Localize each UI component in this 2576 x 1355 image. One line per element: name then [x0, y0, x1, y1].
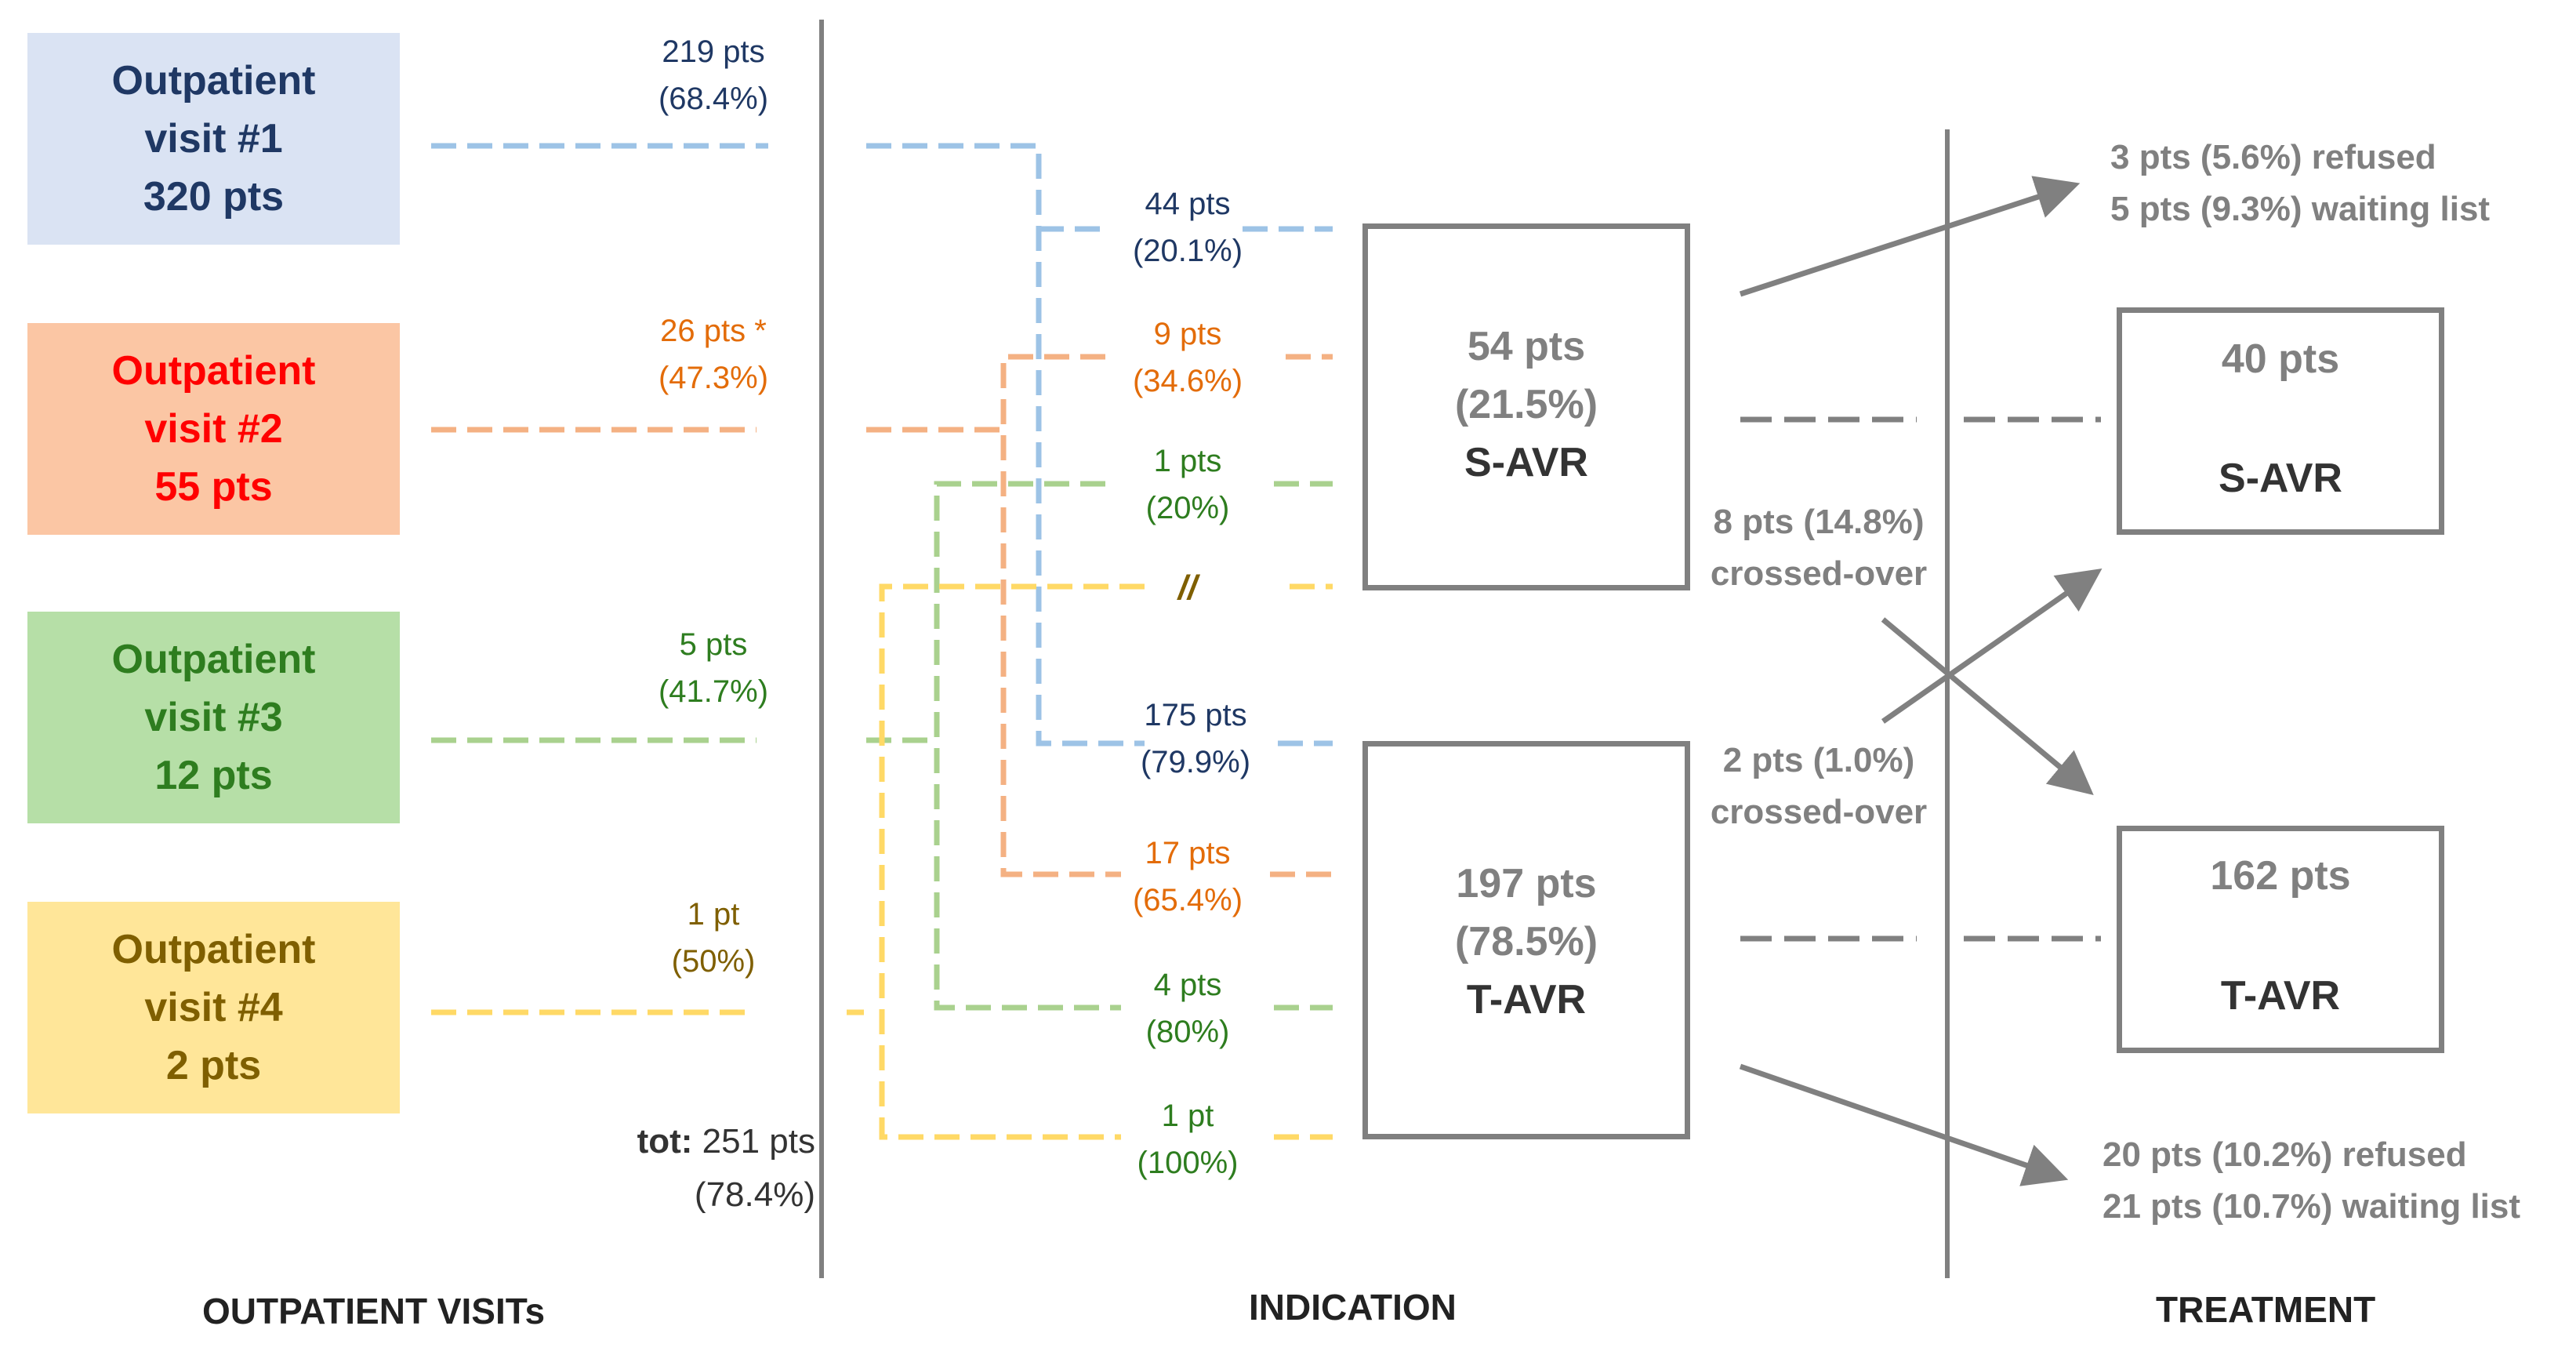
- savr-waiting: 5 pts (9.3%) waiting list: [2110, 190, 2491, 228]
- visit-4-indication-pct: (50%): [671, 944, 756, 979]
- visit-2-number: visit #2: [144, 406, 283, 452]
- visit-3-number: visit #3: [144, 695, 283, 740]
- savr-branch-1: 44 pts (20.1%): [1109, 180, 1266, 274]
- indication-savr-box: [1362, 223, 1690, 590]
- crossover-savr-text: crossed-over: [1710, 554, 1928, 593]
- tavr-branch-2-count: 17 pts: [1145, 836, 1231, 870]
- visit-2-count: 55 pts: [154, 464, 273, 510]
- visit-box-2: Outpatient visit #2 55 pts: [27, 323, 400, 535]
- treatment-savr-count: 40 pts: [2221, 336, 2340, 382]
- indication-tavr-name: T-AVR: [1466, 977, 1587, 1023]
- savr-refused: 3 pts (5.6%) refused: [2110, 138, 2436, 176]
- total-count: 251 pts: [692, 1122, 815, 1161]
- visit-3-indication-label: 5 pts (41.7%): [635, 621, 792, 715]
- indication-tavr-count: 197 pts: [1456, 861, 1597, 906]
- visit-2-title: Outpatient: [111, 348, 316, 394]
- visit-1-indication-label: 219 pts (68.4%): [635, 28, 792, 122]
- tavr-branch-2: 17 pts (65.4%): [1109, 830, 1266, 924]
- indication-tavr-pct: (78.5%): [1454, 919, 1598, 964]
- visit-2-indication-pct: (47.3%): [658, 361, 769, 395]
- indication-tavr-box: [1362, 741, 1690, 1139]
- arrow-tavr-outcomes: [1739, 1063, 2069, 1186]
- visit-4-title: Outpatient: [111, 927, 316, 972]
- total-prefix: tot:: [637, 1122, 693, 1161]
- arrow-crossover-to-savr: [1881, 568, 2103, 724]
- total-pct: (78.4%): [694, 1175, 815, 1214]
- treatment-tavr-box: [2117, 826, 2444, 1053]
- indication-savr-pct: (21.5%): [1454, 382, 1598, 427]
- visit-1-count: 320 pts: [143, 174, 285, 220]
- tavr-branch-1-count: 175 pts: [1144, 698, 1247, 732]
- section-outpatient-visits: OUTPATIENT VISITs: [202, 1291, 546, 1331]
- tavr-branch-3: 4 pts (80%): [1109, 961, 1266, 1055]
- visit-2-indication-count: 26 pts *: [660, 314, 767, 348]
- visit-1-indication-pct: (68.4%): [658, 82, 769, 116]
- crossover-savr-count: 8 pts (14.8%): [1713, 503, 1925, 541]
- tavr-branch-4: 1 pt (100%): [1109, 1092, 1266, 1186]
- visit-3-indication-count: 5 pts: [679, 627, 748, 662]
- visit-box-3: Outpatient visit #3 12 pts: [27, 612, 400, 823]
- treatment-connectors: [1740, 416, 2101, 942]
- savr-branch-3: 1 pts (20%): [1109, 438, 1266, 532]
- visit-2-indication-label: 26 pts * (47.3%): [635, 307, 792, 401]
- visit-4-number: visit #4: [144, 985, 283, 1030]
- visit-box-4: Outpatient visit #4 2 pts: [27, 902, 400, 1113]
- treatment-tavr-name: T-AVR: [2220, 973, 2341, 1019]
- savr-branch-3-count: 1 pts: [1153, 444, 1222, 478]
- tavr-branch-1-pct: (79.9%): [1140, 745, 1251, 779]
- savr-branch-4-count: //: [1177, 569, 1198, 607]
- tavr-branch-1: 175 pts (79.9%): [1109, 692, 1282, 786]
- visit-1-title: Outpatient: [111, 58, 316, 104]
- crossover-savr-to-tavr: 8 pts (14.8%) crossed-over: [1689, 496, 1948, 600]
- tavr-refused: 20 pts (10.2%) refused: [2103, 1135, 2467, 1174]
- tavr-outcomes: 20 pts (10.2%) refused 21 pts (10.7%) wa…: [2103, 1129, 2520, 1233]
- savr-branch-1-pct: (20.1%): [1132, 234, 1243, 268]
- visit2-connectors: [431, 354, 1333, 877]
- tavr-branch-2-pct: (65.4%): [1132, 883, 1243, 917]
- treatment-savr-box: [2117, 307, 2444, 535]
- visit-1-number: visit #1: [144, 116, 283, 162]
- tavr-branch-3-count: 4 pts: [1153, 968, 1222, 1002]
- tavr-waiting: 21 pts (10.7%) waiting list: [2103, 1187, 2521, 1226]
- tavr-branch-3-pct: (80%): [1145, 1015, 1230, 1049]
- total-label: tot: 251 pts (78.4%): [564, 1115, 815, 1222]
- visit-4-count: 2 pts: [165, 1043, 262, 1088]
- treatment-tavr-count: 162 pts: [2210, 853, 2351, 899]
- savr-branch-2: 9 pts (34.6%): [1109, 311, 1266, 405]
- visit-box-1: Outpatient visit #1 320 pts: [27, 33, 400, 245]
- savr-branch-2-pct: (34.6%): [1132, 364, 1243, 398]
- visit1-connectors: [431, 143, 1333, 747]
- visit4-connectors: [431, 583, 1333, 1140]
- indication-savr-name: S-AVR: [1464, 440, 1588, 485]
- tavr-branch-4-count: 1 pt: [1161, 1099, 1214, 1133]
- savr-branch-2-count: 9 pts: [1153, 317, 1222, 351]
- visit3-connectors: [431, 481, 1333, 1011]
- savr-branch-4: //: [1109, 565, 1266, 612]
- visit-4-indication-label: 1 pt (50%): [635, 891, 792, 985]
- visit-3-indication-pct: (41.7%): [658, 674, 769, 709]
- savr-outcomes: 3 pts (5.6%) refused 5 pts (9.3%) waitin…: [2110, 132, 2490, 235]
- crossover-tavr-text: crossed-over: [1710, 793, 1928, 831]
- savr-branch-1-count: 44 pts: [1145, 187, 1231, 221]
- visit-1-indication-count: 219 pts: [662, 35, 765, 69]
- crossover-tavr-count: 2 pts (1.0%): [1722, 741, 1915, 779]
- section-treatment: TREATMENT: [2156, 1289, 2376, 1330]
- indication-tavr-text: 197 pts (78.5%) T-AVR: [1362, 855, 1690, 1029]
- tavr-branch-4-pct: (100%): [1137, 1146, 1239, 1180]
- arrow-crossover-to-tavr: [1881, 617, 2094, 795]
- crossover-tavr-to-savr: 2 pts (1.0%) crossed-over: [1689, 735, 1948, 838]
- treatment-savr-name: S-AVR: [2219, 456, 2342, 501]
- savr-branch-3-pct: (20%): [1145, 491, 1230, 525]
- indication-savr-count: 54 pts: [1467, 324, 1586, 369]
- visit-3-count: 12 pts: [154, 753, 273, 798]
- indication-savr-text: 54 pts (21.5%) S-AVR: [1362, 318, 1690, 492]
- visit-3-title: Outpatient: [111, 637, 316, 682]
- arrow-savr-outcomes: [1739, 176, 2081, 297]
- section-indication: INDICATION: [1249, 1287, 1457, 1328]
- visit-4-indication-count: 1 pt: [687, 897, 740, 932]
